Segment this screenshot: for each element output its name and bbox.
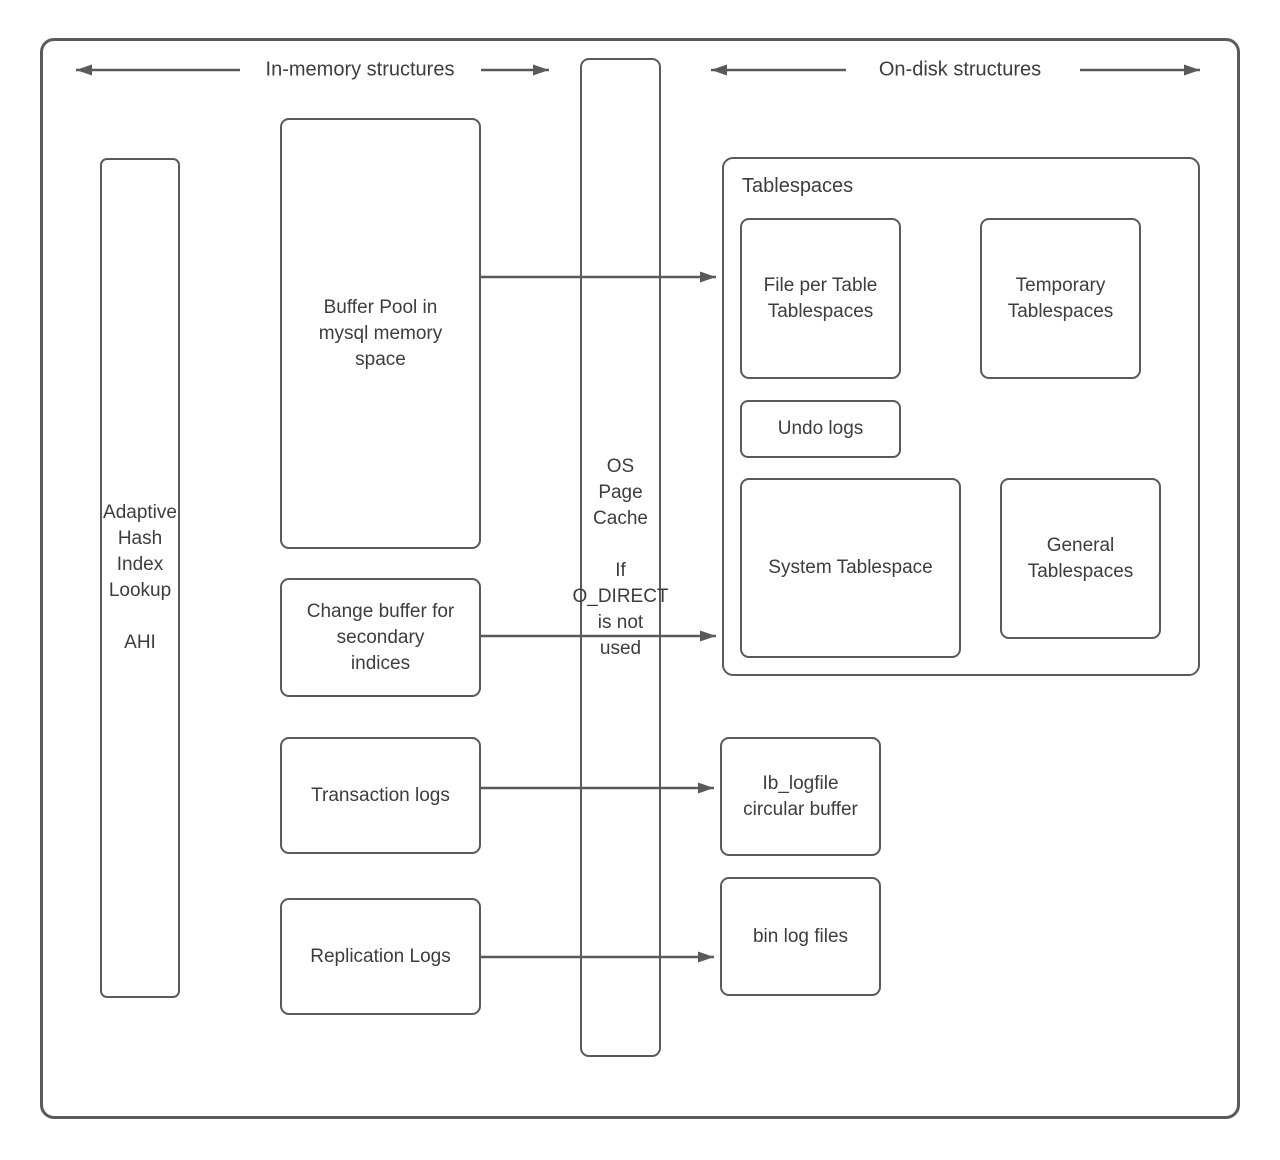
on-disk-structures-label: On-disk structures xyxy=(872,58,1048,82)
change-buffer-node: Change buffer for secondary indices xyxy=(280,578,481,697)
tablespaces-group-label: Tablespaces xyxy=(742,175,854,197)
in-memory-structures-label: In-memory structures xyxy=(259,58,461,82)
general-tablespaces-node: General Tablespaces xyxy=(1000,478,1161,639)
buffer-pool-node: Buffer Pool in mysql memory space xyxy=(280,118,481,549)
adaptive-hash-index-node: Adaptive Hash Index Lookup AHI xyxy=(100,158,180,998)
undo-logs-node: Undo logs xyxy=(740,400,901,458)
transaction-logs-node: Transaction logs xyxy=(280,737,481,854)
file-per-table-tablespaces-node: File per Table Tablespaces xyxy=(740,218,901,379)
temporary-tablespaces-node: Temporary Tablespaces xyxy=(980,218,1141,379)
system-tablespace-node: System Tablespace xyxy=(740,478,961,658)
replication-logs-node: Replication Logs xyxy=(280,898,481,1015)
os-page-cache-node: OS Page Cache If O_DIRECT is not used xyxy=(572,58,669,1057)
outer-frame xyxy=(40,38,1240,1119)
ib-logfile-circular-buffer-node: Ib_logfile circular buffer xyxy=(720,737,881,856)
bin-log-files-node: bin log files xyxy=(720,877,881,996)
